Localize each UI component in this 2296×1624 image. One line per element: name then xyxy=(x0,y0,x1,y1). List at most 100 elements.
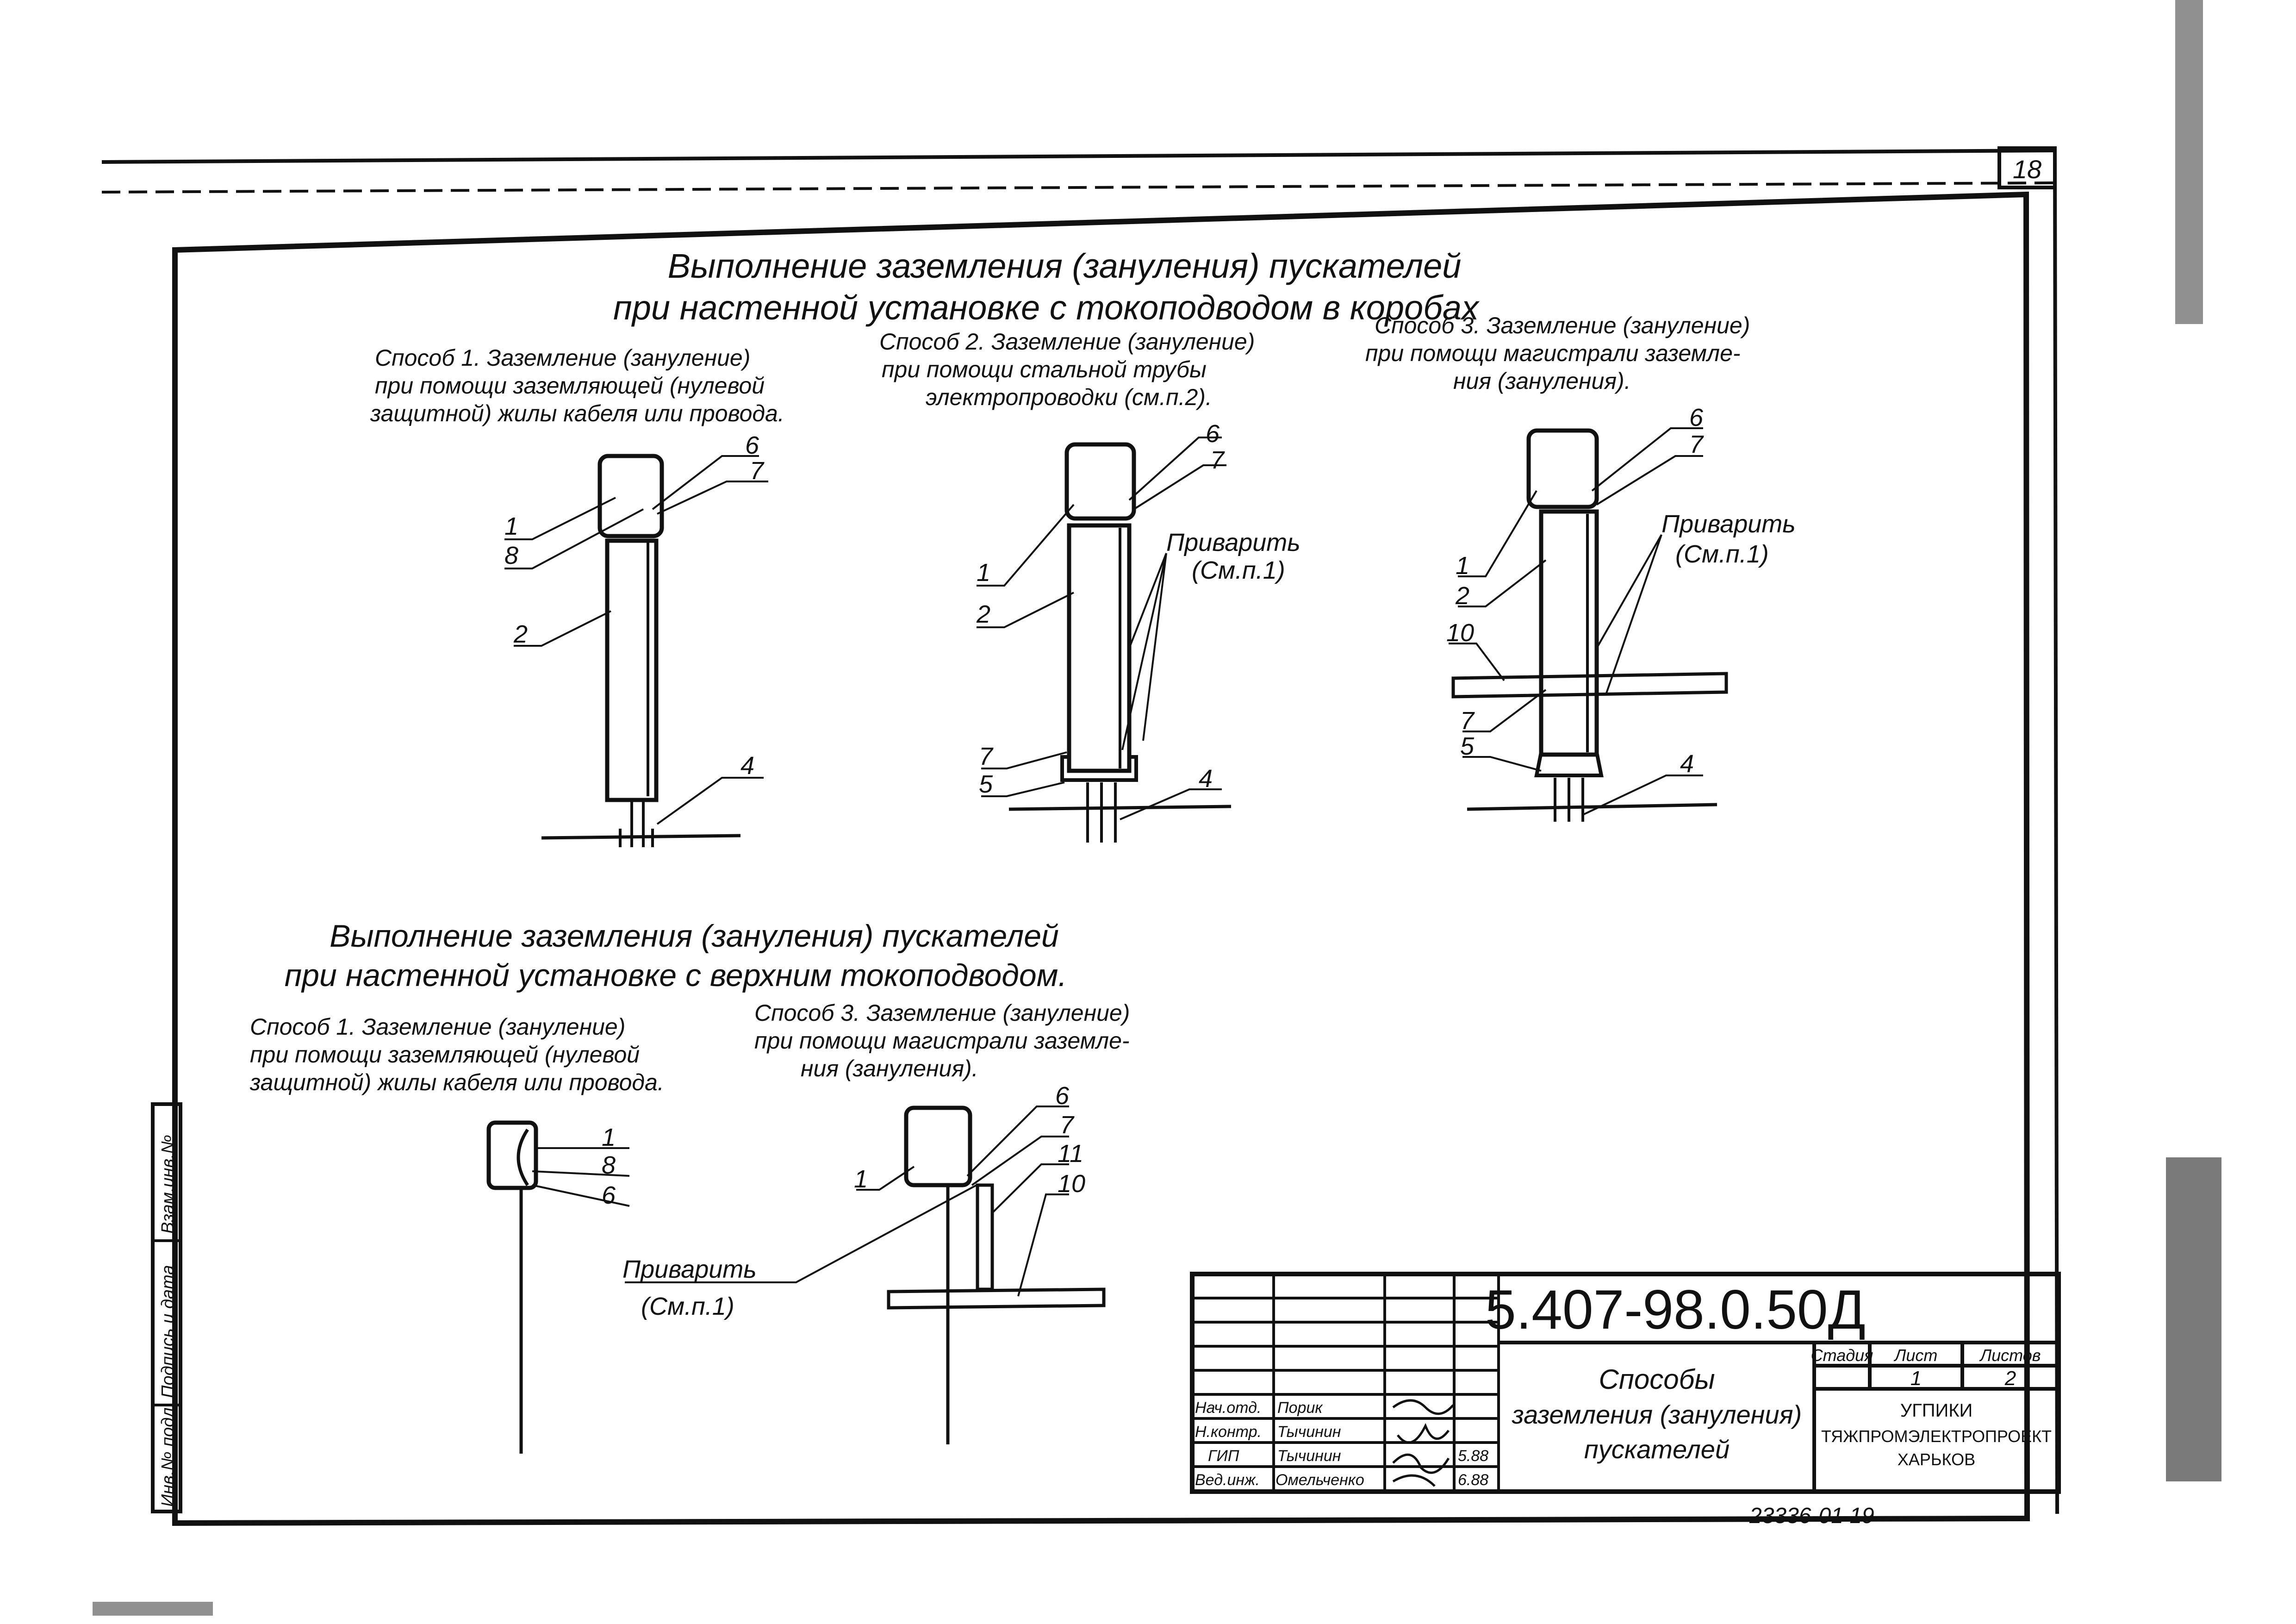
svg-text:10: 10 xyxy=(1058,1170,1085,1198)
svg-text:6: 6 xyxy=(1055,1082,1070,1110)
svg-text:Омельченко: Омельченко xyxy=(1276,1471,1364,1489)
svg-text:Нач.отд.: Нач.отд. xyxy=(1195,1399,1261,1417)
svg-text:ГИП: ГИП xyxy=(1208,1447,1239,1465)
svg-text:6: 6 xyxy=(745,431,759,459)
svg-text:защитной) жилы кабеля или пров: защитной) жилы кабеля или провода. xyxy=(249,1069,664,1095)
svg-text:6: 6 xyxy=(602,1181,616,1209)
title-block: 5.407-98.0.50Д Способы заземления (занул… xyxy=(1190,1272,2061,1494)
svg-text:Взам.инв.№: Взам.инв.№ xyxy=(158,1135,178,1234)
document-code: 5.407-98.0.50Д xyxy=(1485,1279,1866,1341)
svg-text:6: 6 xyxy=(1689,404,1704,431)
svg-text:2: 2 xyxy=(513,620,528,648)
svg-text:1: 1 xyxy=(602,1124,616,1151)
svg-text:1: 1 xyxy=(977,559,990,587)
svg-text:2: 2 xyxy=(976,600,990,628)
starter-method3-ground-bus xyxy=(1449,427,1728,822)
svg-text:(См.п.1): (См.п.1) xyxy=(641,1293,734,1320)
section1-method1-callouts: 6 7 1 8 2 4 xyxy=(504,431,765,780)
svg-text:4: 4 xyxy=(740,752,754,780)
svg-text:Вед.инж.: Вед.инж. xyxy=(1195,1471,1260,1489)
svg-text:ния (зануления).: ния (зануления). xyxy=(1453,368,1631,394)
scan-edge-noise xyxy=(93,0,2221,1616)
svg-text:8: 8 xyxy=(602,1151,616,1179)
signatures xyxy=(1392,1399,1454,1487)
archive-number: 23336-01 19 xyxy=(1749,1504,1874,1528)
starter-method1-wall-box xyxy=(504,454,768,847)
svg-text:Стадия: Стадия xyxy=(1811,1346,1873,1365)
svg-text:Приварить: Приварить xyxy=(622,1255,757,1283)
svg-text:ния (зануления).: ния (зануления). xyxy=(801,1056,978,1081)
section2-title-line1: Выполнение заземления (зануления) пускат… xyxy=(330,918,1059,954)
svg-text:(См.п.1): (См.п.1) xyxy=(1192,556,1285,584)
starter-method2-steel-pipe xyxy=(977,437,1232,843)
section2-weld-note: Приварить (См.п.1) xyxy=(622,1255,757,1320)
svg-text:5: 5 xyxy=(979,770,993,798)
svg-text:ХАРЬКОВ: ХАРЬКОВ xyxy=(1898,1450,1975,1469)
drawing-name-line3: пускателей xyxy=(1584,1435,1730,1464)
svg-text:при помощи заземляющей (нулево: при помощи заземляющей (нулевой xyxy=(375,373,765,399)
drawing-name-line1: Способы xyxy=(1599,1364,1715,1395)
section1-method2-weld-note: Приварить (См.п.1) xyxy=(1166,529,1300,584)
starter-top-feed-method1 xyxy=(486,1120,630,1454)
section1-method3-caption: Способ 3. Заземление (зануление) при пом… xyxy=(1365,312,1750,394)
drawing-name-line2: заземления (зануления) xyxy=(1512,1400,1802,1429)
svg-text:1: 1 xyxy=(1456,552,1469,580)
section1-method3-weld-note: Приварить (См.п.1) xyxy=(1661,510,1796,568)
svg-text:Способ 1. Заземление (занулени: Способ 1. Заземление (зануление) xyxy=(250,1014,625,1040)
svg-text:УГПИКИ: УГПИКИ xyxy=(1900,1400,1973,1421)
svg-text:защитной) жилы кабеля или пров: защитной) жилы кабеля или провода. xyxy=(370,400,784,426)
svg-text:1: 1 xyxy=(504,512,518,540)
svg-text:ТЯЖПРОМЭЛЕКТРОПРОЕКТ: ТЯЖПРОМЭЛЕКТРОПРОЕКТ xyxy=(1821,1427,2052,1446)
svg-text:8: 8 xyxy=(504,542,518,569)
svg-text:Приварить: Приварить xyxy=(1166,529,1300,556)
svg-text:Тычинин: Тычинин xyxy=(1277,1447,1341,1465)
section1-method1-caption: Способ 1. Заземление (зануление) при пом… xyxy=(370,345,784,426)
starter-top-feed-method3 xyxy=(625,1106,1106,1444)
svg-text:электропроводки (см.п.2).: электропроводки (см.п.2). xyxy=(926,384,1212,410)
svg-text:Способ 1. Заземление (занулени: Способ 1. Заземление (зануление) xyxy=(375,345,750,371)
svg-text:7: 7 xyxy=(1689,431,1704,458)
svg-text:2: 2 xyxy=(2004,1367,2016,1390)
svg-text:Листов: Листов xyxy=(1979,1346,2041,1365)
svg-text:Инв.№ подл.: Инв.№ подл. xyxy=(158,1403,178,1507)
svg-text:2: 2 xyxy=(1455,582,1469,610)
section1-method3-callouts: 6 7 1 2 10 7 5 4 xyxy=(1446,404,1704,778)
svg-text:7: 7 xyxy=(1210,446,1225,474)
section1-method2-caption: Способ 2. Заземление (зануление) при пом… xyxy=(879,329,1255,410)
svg-text:10: 10 xyxy=(1446,619,1474,647)
svg-text:Подпись и дата: Подпись и дата xyxy=(158,1265,178,1398)
svg-text:7: 7 xyxy=(979,743,994,770)
svg-text:(См.п.1): (См.п.1) xyxy=(1675,540,1769,568)
svg-text:1: 1 xyxy=(1910,1367,1922,1390)
svg-text:Способ 2. Заземление (занулени: Способ 2. Заземление (зануление) xyxy=(879,329,1255,355)
svg-text:7: 7 xyxy=(1460,707,1475,735)
section2-method1-caption: Способ 1. Заземление (зануление) при пом… xyxy=(249,1014,664,1095)
svg-text:Лист: Лист xyxy=(1894,1346,1938,1365)
section2-method1-callouts: 1 8 6 xyxy=(602,1124,616,1209)
section1-title-line1: Выполнение заземления (зануления) пускат… xyxy=(668,247,1462,285)
svg-text:Тычинин: Тычинин xyxy=(1277,1423,1341,1441)
svg-text:7: 7 xyxy=(1060,1111,1075,1139)
svg-text:Способ 3. Заземление (занулени: Способ 3. Заземление (зануление) xyxy=(1375,312,1750,338)
sheet-number: 18 xyxy=(2013,155,2041,184)
svg-text:6: 6 xyxy=(1206,420,1220,448)
svg-text:7: 7 xyxy=(750,457,765,485)
svg-text:1: 1 xyxy=(854,1165,868,1193)
svg-text:6.88: 6.88 xyxy=(1458,1471,1488,1489)
svg-text:Порик: Порик xyxy=(1277,1399,1323,1417)
section1-title-line2: при настенной установке с токоподводом в… xyxy=(613,288,1480,327)
section2-method3-callouts: 6 7 11 10 1 xyxy=(854,1082,1085,1198)
svg-text:4: 4 xyxy=(1199,765,1213,793)
svg-text:при помощи магистрали заземле-: при помощи магистрали заземле- xyxy=(754,1028,1130,1054)
svg-text:5: 5 xyxy=(1460,732,1475,760)
svg-text:4: 4 xyxy=(1680,750,1694,778)
section1-method2-callouts: 6 7 1 2 7 5 4 xyxy=(976,420,1225,798)
side-stamp: Инв.№ подл. Подпись и дата Взам.инв.№ xyxy=(151,1102,182,1513)
section2-method3-caption: Способ 3. Заземление (зануление) при пом… xyxy=(754,1000,1130,1081)
svg-text:Приварить: Приварить xyxy=(1661,510,1796,538)
svg-text:Н.контр.: Н.контр. xyxy=(1195,1423,1262,1441)
svg-text:при помощи магистрали заземле-: при помощи магистрали заземле- xyxy=(1365,340,1741,366)
svg-text:5.88: 5.88 xyxy=(1458,1447,1488,1465)
svg-text:при помощи стальной трубы: при помощи стальной трубы xyxy=(882,356,1207,382)
